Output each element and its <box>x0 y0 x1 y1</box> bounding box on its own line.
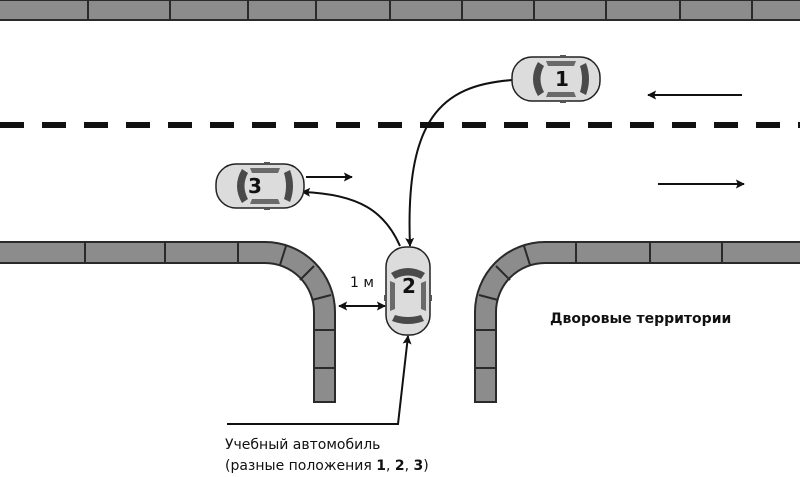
trajectory-1-to-2 <box>405 79 514 247</box>
left-curb <box>0 241 336 403</box>
caption-pos-1: 1 <box>376 458 386 474</box>
caption-prefix: (разные положения <box>225 458 376 474</box>
caption-suffix: ) <box>423 458 428 474</box>
caption-sep-1: , <box>386 458 395 474</box>
caption-line-1: Учебный автомобиль <box>225 437 380 453</box>
distance-label: 1 м <box>350 275 374 291</box>
caption-line-2: (разные положения 1, 2, 3) <box>225 458 429 474</box>
car-1-number: 1 <box>555 67 569 91</box>
caption-pointer-line <box>227 335 412 425</box>
car-2-number: 2 <box>402 274 416 298</box>
trajectory-2-to-3 <box>301 187 401 247</box>
caption-pos-3: 3 <box>414 458 424 474</box>
yard-label: Дворовые территории <box>550 311 731 327</box>
car-3-number: 3 <box>248 174 262 198</box>
caption-pos-2: 2 <box>395 458 405 474</box>
top-curb <box>0 0 800 21</box>
right-curb <box>474 241 800 403</box>
caption-sep-2: , <box>405 458 414 474</box>
